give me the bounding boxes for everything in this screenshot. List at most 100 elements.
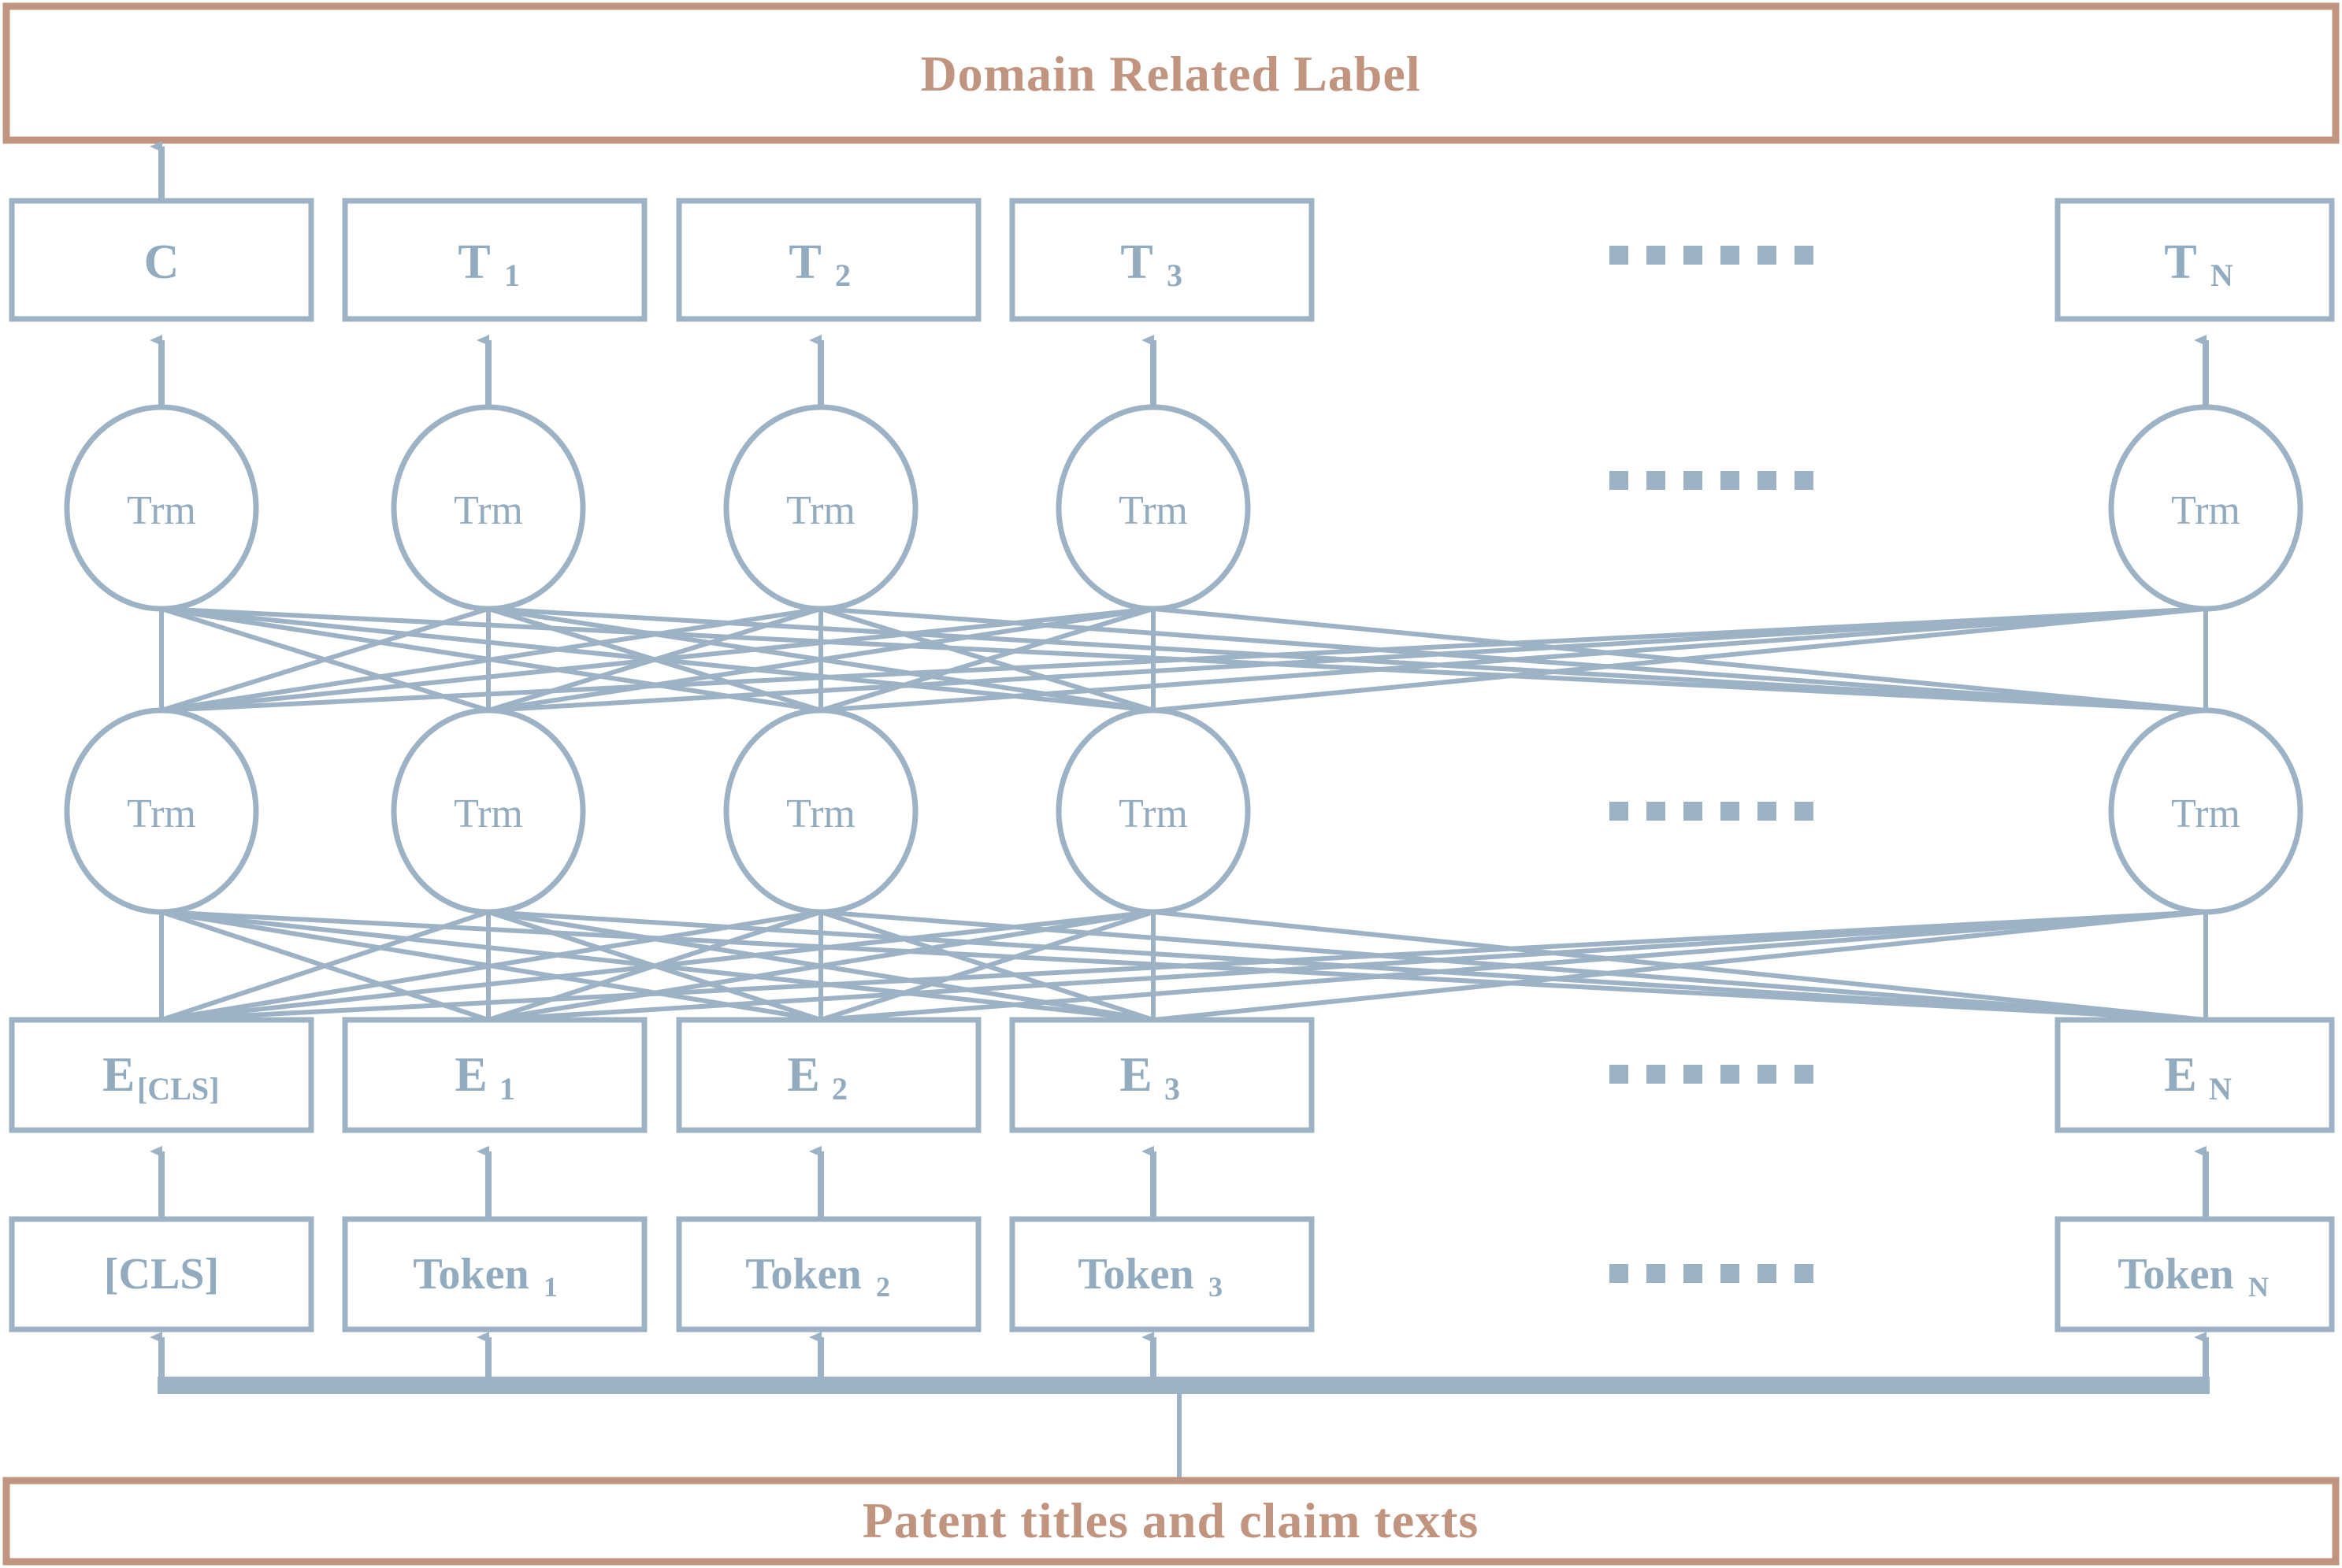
trm2-node-0[interactable]: Trm: [64, 404, 259, 612]
embedding-cell-n[interactable]: E N: [2054, 1017, 2335, 1133]
embedding-sub-2: 2: [832, 1071, 848, 1106]
trm1-label-2: Trm: [786, 791, 856, 836]
embedding-row-ellipsis-icon: [1609, 1065, 1813, 1084]
embedding-label-1: E: [455, 1048, 487, 1102]
trm2-node-3[interactable]: Trm: [1056, 404, 1251, 612]
token-label-n: Token: [2117, 1250, 2233, 1299]
trm2-label-3: Trm: [1119, 488, 1188, 533]
output-cell-t2[interactable]: T 2: [676, 198, 982, 322]
output-label-t1: T: [458, 235, 490, 289]
token-cell-3[interactable]: Token 3: [1009, 1216, 1315, 1333]
mesh-embedding-to-trm1: [159, 910, 2208, 1022]
embedding-label-n: E: [2164, 1048, 2196, 1102]
token-label-1: Token: [413, 1250, 529, 1299]
input-bus: [150, 1332, 2210, 1482]
transformer-layer-2: Trm Trm Trm Trm Trm: [64, 404, 2303, 612]
output-sub-tn: N: [2210, 258, 2233, 293]
token-box-2[interactable]: [676, 1216, 982, 1333]
embedding-cell-3[interactable]: E 3: [1009, 1017, 1315, 1133]
token-row: [CLS] Token 1 Token 2 Token 3 Tok: [9, 1216, 2335, 1333]
bottom-banner: Patent titles and claim texts: [2, 1477, 2340, 1566]
trm1-node-1[interactable]: Trm: [391, 707, 586, 915]
token-sub-1: 1: [544, 1271, 558, 1303]
embedding-cell-1[interactable]: E 1: [342, 1017, 648, 1133]
token-label-cls: [CLS]: [104, 1250, 219, 1299]
output-cell-t3[interactable]: T 3: [1009, 198, 1315, 322]
output-label-c: C: [144, 235, 180, 289]
output-cell-t1[interactable]: T 1: [342, 198, 648, 322]
trm2-label-n: Trm: [2171, 488, 2240, 533]
trm1-node-2[interactable]: Trm: [723, 707, 919, 915]
output-cell-c[interactable]: C: [9, 198, 314, 322]
output-token-row: C T 1 T 2 T 3: [9, 198, 2335, 322]
token-cell-1[interactable]: Token 1: [342, 1216, 648, 1333]
embedding-box-n[interactable]: [2054, 1017, 2335, 1133]
top-banner-label: Domain Related Label: [920, 46, 1420, 102]
bottom-banner-label: Patent titles and claim texts: [863, 1492, 1479, 1548]
embedding-cell-cls[interactable]: E [CLS]: [9, 1017, 314, 1133]
embedding-box-2[interactable]: [676, 1017, 982, 1133]
output-sub-t2: 2: [835, 258, 851, 293]
trm2-row-ellipsis-icon: [1609, 471, 1813, 490]
embedding-box-3[interactable]: [1009, 1017, 1315, 1133]
embedding-sub-cls: [CLS]: [137, 1071, 219, 1106]
embedding-sub-3: 3: [1164, 1071, 1180, 1106]
output-box-c[interactable]: [9, 198, 314, 322]
arrows-token-to-embedding: [150, 1146, 2209, 1219]
token-box-cls[interactable]: [9, 1216, 314, 1333]
embedding-box-1[interactable]: [342, 1017, 648, 1133]
token-cell-cls[interactable]: [CLS]: [9, 1216, 314, 1333]
embedding-box-cls[interactable]: [9, 1017, 314, 1133]
trm1-node-0[interactable]: Trm: [64, 707, 259, 915]
token-cell-n[interactable]: Token N: [2054, 1216, 2335, 1333]
bottom-banner-box: [2, 1477, 2340, 1566]
trm2-label-2: Trm: [786, 488, 856, 533]
trm1-node-3[interactable]: Trm: [1056, 707, 1251, 915]
output-box-t2[interactable]: [676, 198, 982, 322]
trm1-label-n: Trm: [2171, 791, 2240, 836]
trm1-label-0: Trm: [127, 791, 196, 836]
embedding-sub-n: N: [2209, 1071, 2232, 1106]
top-banner-box: [2, 2, 2340, 144]
output-box-t1[interactable]: [342, 198, 648, 322]
output-label-t2: T: [789, 235, 821, 289]
trm1-label-1: Trm: [454, 791, 523, 836]
embedding-cell-2[interactable]: E 2: [676, 1017, 982, 1133]
token-box-n[interactable]: [2054, 1216, 2335, 1333]
token-cell-2[interactable]: Token 2: [676, 1216, 982, 1333]
output-sub-t3: 3: [1167, 258, 1182, 293]
trm2-node-n[interactable]: Trm: [2108, 404, 2303, 612]
trm2-node-2[interactable]: Trm: [723, 404, 919, 612]
trm1-label-3: Trm: [1119, 791, 1188, 836]
output-box-tn[interactable]: [2054, 198, 2335, 322]
top-banner: Domain Related Label: [2, 2, 2340, 144]
trm2-label-0: Trm: [127, 488, 196, 533]
token-box-1[interactable]: [342, 1216, 648, 1333]
output-label-t3: T: [1120, 235, 1152, 289]
embedding-label-2: E: [787, 1048, 819, 1102]
token-sub-3: 3: [1208, 1271, 1223, 1303]
trm1-row-ellipsis-icon: [1609, 802, 1813, 821]
arrows-trm2-to-output: [150, 335, 2209, 410]
output-sub-t1: 1: [504, 258, 520, 293]
embedding-label-3: E: [1119, 1048, 1152, 1102]
input-bus-bar: [158, 1377, 2210, 1394]
output-label-tn: T: [2164, 235, 2196, 289]
embedding-sub-1: 1: [499, 1071, 515, 1106]
embedding-label-cls: E: [102, 1048, 135, 1102]
token-label-3: Token: [1078, 1250, 1193, 1299]
output-cell-tn[interactable]: T N: [2054, 198, 2335, 322]
trm2-label-1: Trm: [454, 488, 523, 533]
output-box-t3[interactable]: [1009, 198, 1315, 322]
transformer-layer-1: Trm Trm Trm Trm Trm: [64, 707, 2303, 915]
token-row-ellipsis-icon: [1609, 1264, 1813, 1283]
token-box-3[interactable]: [1009, 1216, 1315, 1333]
trm1-node-n[interactable]: Trm: [2108, 707, 2303, 915]
embedding-row: E [CLS] E 1 E 2 E 3 E: [9, 1017, 2335, 1133]
token-sub-2: 2: [876, 1271, 890, 1303]
output-row-ellipsis-icon: [1609, 246, 1813, 265]
trm2-node-1[interactable]: Trm: [391, 404, 586, 612]
token-sub-n: N: [2248, 1271, 2269, 1303]
